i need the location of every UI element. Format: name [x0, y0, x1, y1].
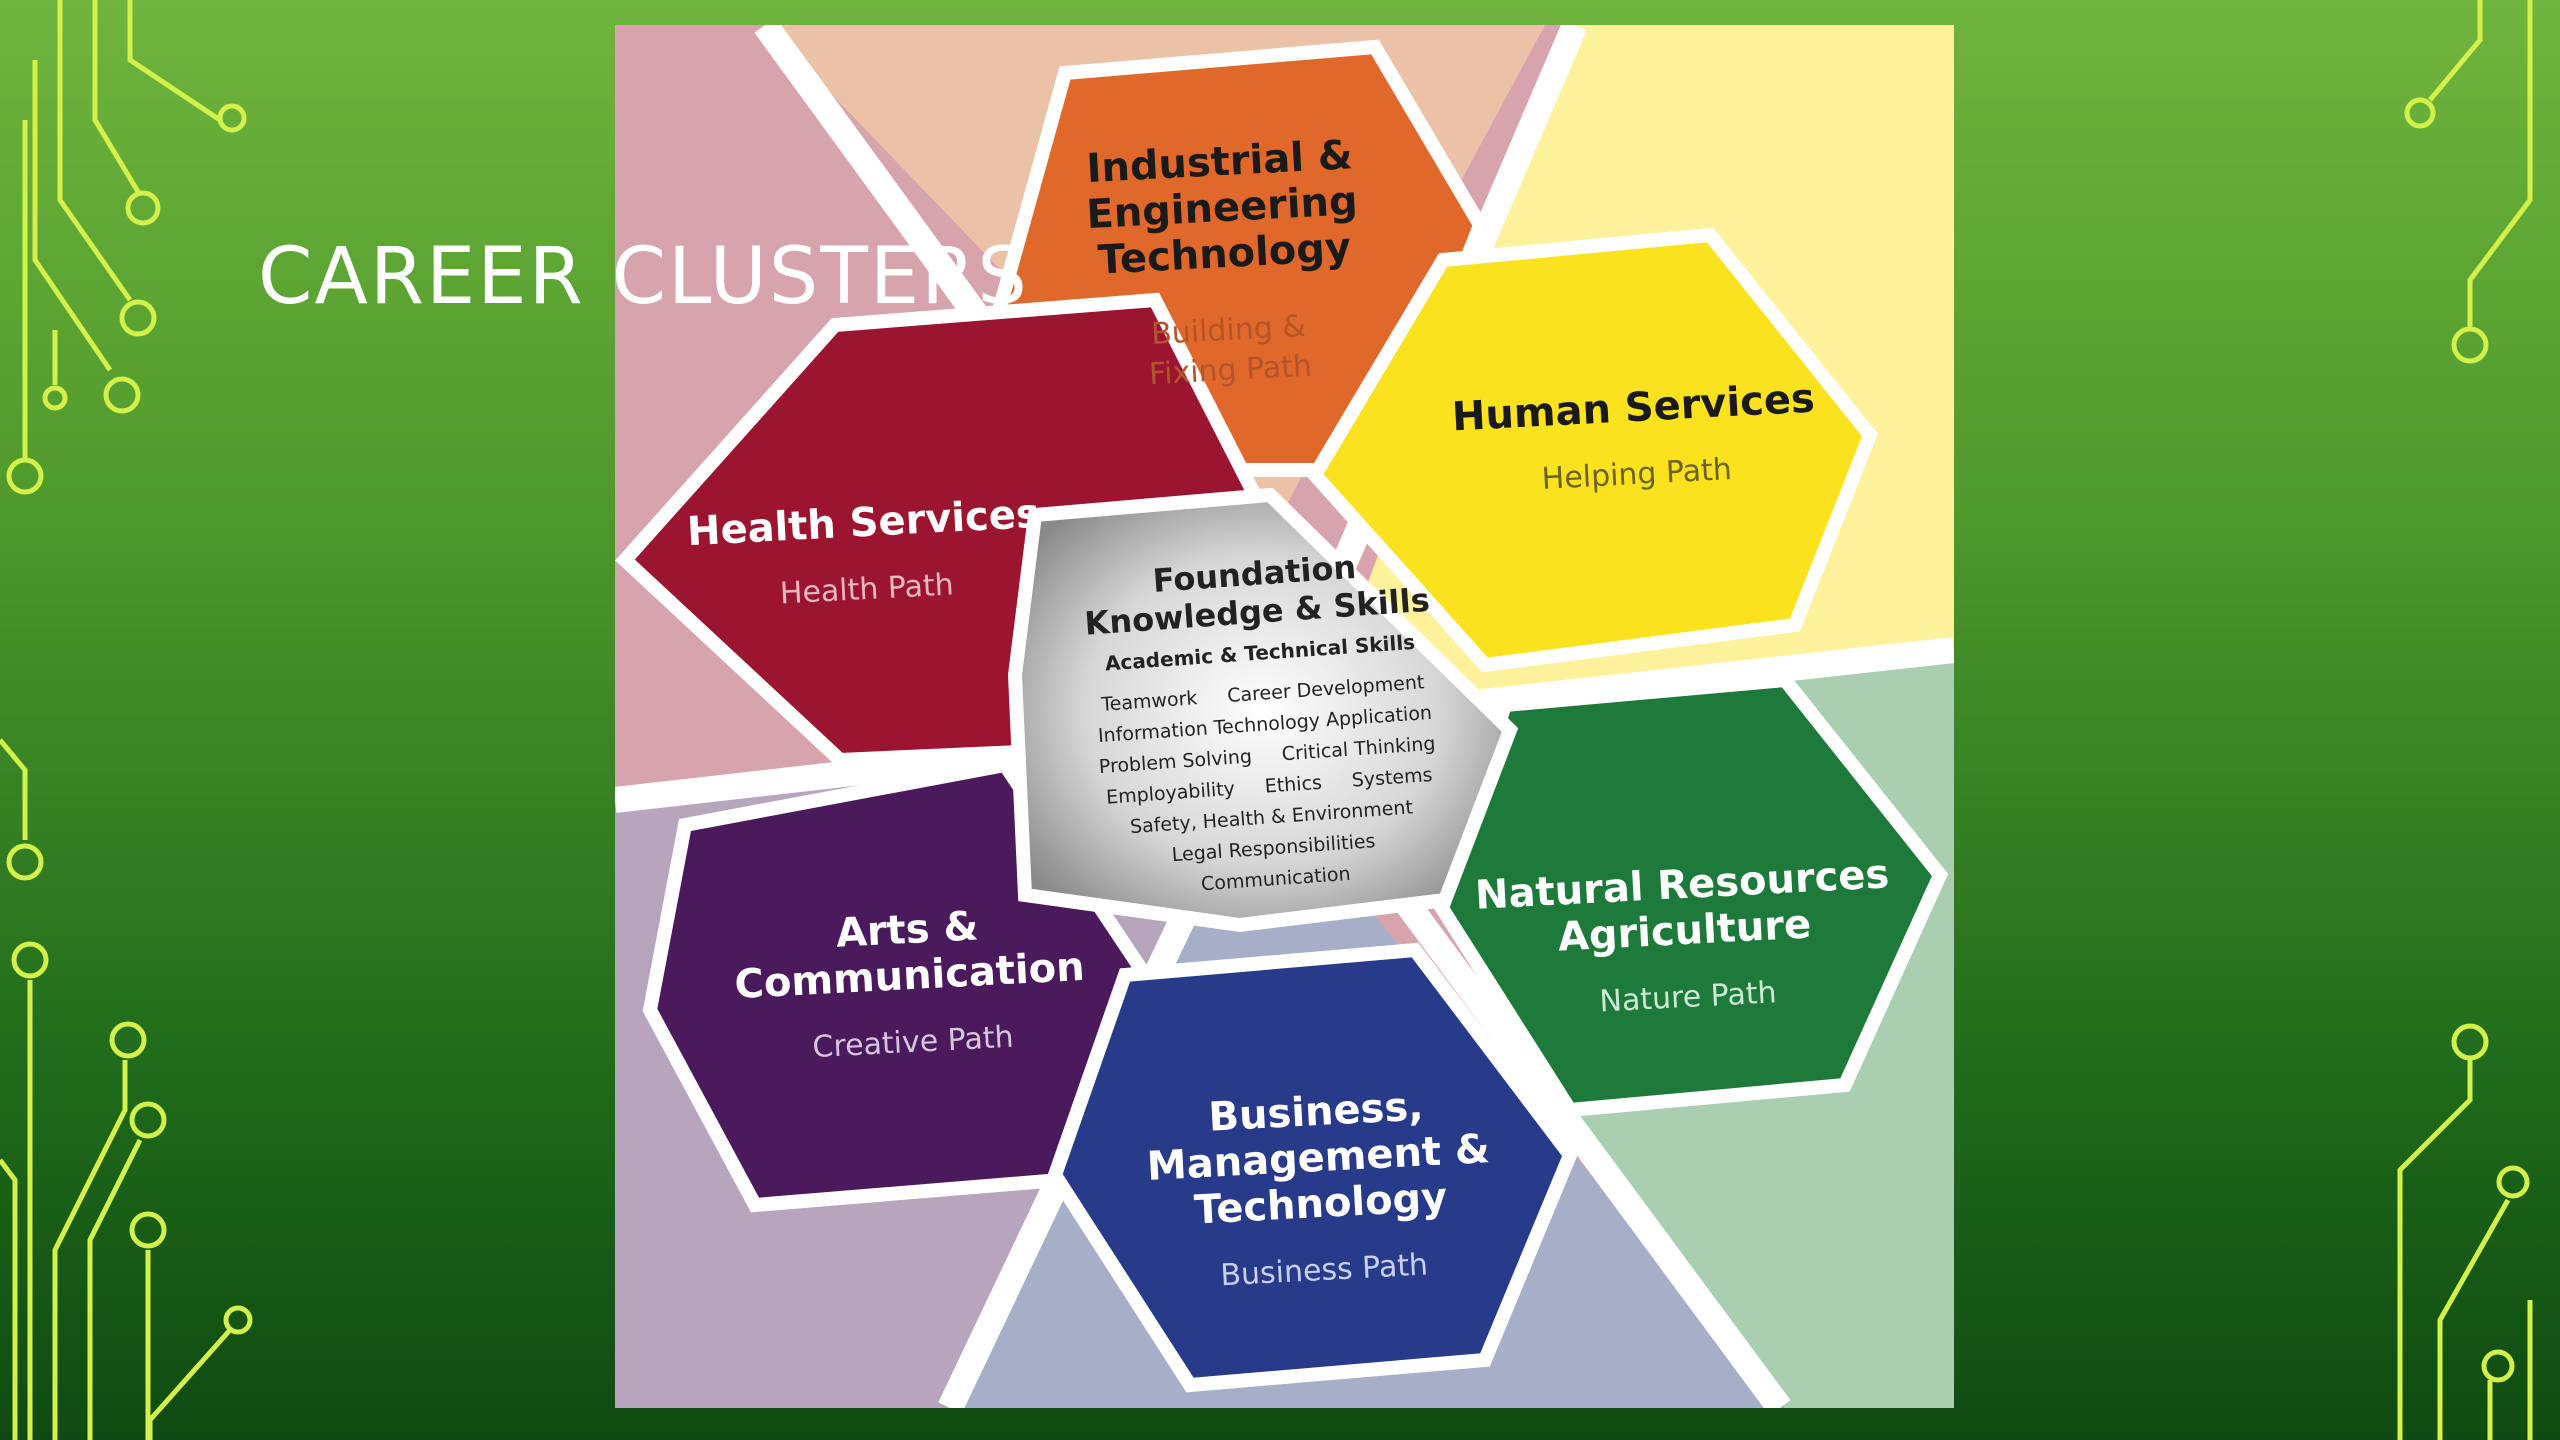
cluster-business: Business, Management & Technology Busine…	[1143, 1080, 1496, 1300]
slide-title: CAREER CLUSTERS	[258, 232, 1029, 322]
circuit-decoration-right	[2397, 0, 2533, 1440]
diagram-graphic	[615, 25, 1954, 1408]
skill-ethics: Ethics	[1264, 771, 1323, 798]
career-clusters-diagram: Industrial & Engineering Technology Buil…	[615, 25, 1954, 1408]
cluster-health: Health Services Health Path	[686, 491, 1044, 619]
hex-business	[1047, 942, 1579, 1393]
cluster-human: Human Services Helping Path	[1451, 376, 1819, 505]
skill-systems: Systems	[1351, 763, 1434, 792]
cluster-industrial: Industrial & Engineering Technology Buil…	[1083, 132, 1367, 398]
hex-human	[1306, 227, 1879, 673]
cluster-natural: Natural Resources Agriculture Nature Pat…	[1474, 851, 1896, 1028]
hex-foundation	[1007, 487, 1519, 933]
skill-communication: Communication	[1200, 862, 1352, 896]
cluster-arts: Arts & Communication Creative Path	[731, 898, 1089, 1072]
circuit-decoration-left	[0, 0, 253, 1440]
foundation-center: Foundation Knowledge & Skills Academic &…	[1073, 542, 1457, 907]
skill-teamwork: Teamwork	[1100, 687, 1199, 716]
skill-employability: Employability	[1105, 777, 1236, 809]
